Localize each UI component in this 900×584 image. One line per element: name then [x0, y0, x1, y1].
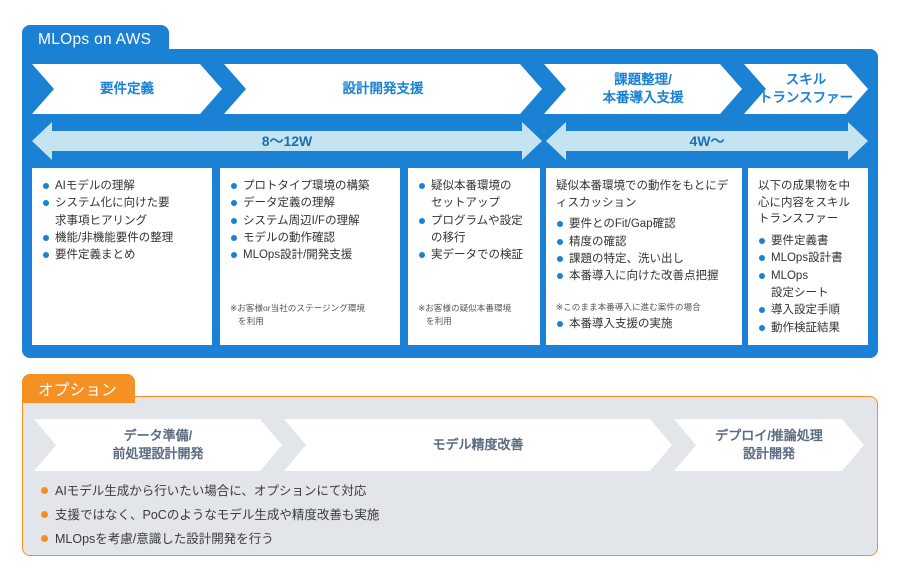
option-title: オプション: [38, 381, 118, 399]
option-chevron-deploy-inference[interactable]: デプロイ/推論処理 設計開発: [674, 419, 864, 471]
phase-chevron-requirements[interactable]: 要件定義: [32, 64, 222, 114]
bullet-list-post: 本番導入支援の実施: [556, 316, 734, 332]
option-note-list: AIモデル生成から行いたい場合に、オプションにて対応 支援ではなく、PoCのよう…: [40, 482, 379, 554]
list-item: 課題の特定、洗い出し: [556, 251, 734, 267]
option-chevron-accuracy[interactable]: モデル精度改善: [284, 419, 672, 471]
detail-card-design-dev: プロトタイプ環境の構築 データ定義の理解 システム周辺I/Fの理解 モデルの動作…: [220, 168, 400, 345]
phase-chevron-issue-production[interactable]: 課題整理/ 本番導入支援: [544, 64, 742, 114]
card-lead-text: 疑似本番環境での動作をもとにディスカッション: [556, 180, 729, 209]
list-item: プログラムや設定: [418, 213, 532, 229]
list-item: 要件定義まとめ: [42, 247, 204, 263]
list-item: 実データでの検証: [418, 247, 532, 263]
duration-arrow-4w: 4W〜: [546, 122, 868, 160]
phase-label-line1: 要件定義: [100, 80, 154, 96]
bullet-list: プロトタイプ環境の構築 データ定義の理解 システム周辺I/Fの理解 モデルの動作…: [230, 178, 392, 264]
phase-header-row: 要件定義 設計開発支援 課題整理/ 本番導入支援 スキル トランスファー: [32, 64, 868, 114]
card-note: ※お客様の疑似本番環境 を利用: [418, 302, 512, 326]
card-note: ※お客様or当社のステージング環境 を利用: [230, 302, 365, 326]
detail-card-pseudo-production: 疑似本番環境の セットアップ プログラムや設定 の移行 実データでの検証 ※お客…: [408, 168, 540, 345]
list-item-continuation: の移行: [431, 231, 466, 244]
option-chevron-data-prep[interactable]: データ準備/ 前処理設計開発: [34, 419, 282, 471]
duration-label: 4W〜: [689, 133, 725, 149]
option-label-line2: 前処理設計開発: [112, 446, 204, 461]
option-phase-row: データ準備/ 前処理設計開発 モデル精度改善 デプロイ/推論処理 設計開発: [34, 419, 864, 471]
detail-card-discussion: 疑似本番環境での動作をもとにディスカッション 要件とのFit/Gap確認 精度の…: [546, 168, 742, 345]
phase-label-line1: 課題整理/: [614, 71, 672, 87]
card-note: ※このまま本番導入に進む案件の場合: [556, 301, 701, 312]
main-panel-title-tab: MLOps on AWS: [22, 25, 170, 54]
list-item: プロトタイプ環境の構築: [230, 178, 392, 194]
list-item: 支援ではなく、PoCのようなモデル生成や精度改善も実施: [40, 506, 379, 524]
phase-chevron-design-dev[interactable]: 設計開発支援: [224, 64, 542, 114]
list-item: モデルの動作確認: [230, 230, 392, 246]
list-item: AIモデルの理解: [42, 178, 204, 194]
list-item: MLOps設計書: [758, 250, 860, 266]
option-label-line2: 設計開発: [742, 446, 795, 461]
detail-card-requirements: AIモデルの理解 システム化に向けた要 求事項ヒアリング 機能/非機能要件の整理…: [32, 168, 212, 345]
list-item: 疑似本番環境の: [418, 178, 532, 194]
list-item: MLOpsを考慮/意識した設計開発を行う: [40, 530, 379, 548]
phase-label-line1: スキル: [785, 71, 827, 87]
option-label-line1: モデル精度改善: [432, 436, 524, 452]
list-item: AIモデル生成から行いたい場合に、オプションにて対応: [40, 482, 379, 500]
list-item: 動作検証結果: [758, 320, 860, 336]
bullet-list: 疑似本番環境の セットアップ プログラムや設定 の移行 実データでの検証: [418, 178, 532, 264]
list-item: 要件とのFit/Gap確認: [556, 216, 734, 232]
list-item: MLOps: [758, 268, 860, 284]
option-label-line1: デプロイ/推論処理: [715, 427, 823, 443]
list-item: 本番導入支援の実施: [556, 316, 734, 332]
detail-cards-row: AIモデルの理解 システム化に向けた要 求事項ヒアリング 機能/非機能要件の整理…: [32, 168, 868, 345]
option-panel-title-tab: オプション: [22, 374, 136, 403]
list-item: 機能/非機能要件の整理: [42, 230, 204, 246]
phase-label-line2: 本番導入支援: [602, 90, 684, 105]
detail-card-skill-transfer: 以下の成果物を中心に内容をスキルトランスファー 要件定義書 MLOps設計書 M…: [748, 168, 868, 345]
option-label-line1: データ準備/: [123, 427, 193, 443]
list-item-continuation: 設定シート: [771, 287, 829, 299]
bullet-list: AIモデルの理解 システム化に向けた要 求事項ヒアリング 機能/非機能要件の整理…: [42, 178, 204, 264]
page-title: MLOps on AWS: [38, 30, 152, 48]
list-item: データ定義の理解: [230, 195, 392, 211]
bullet-list: 要件定義書 MLOps設計書 MLOps 設定シート 導入設定手順 動作検証結果: [758, 233, 860, 336]
phase-label-line2: トランスファー: [758, 90, 854, 105]
list-item: システム周辺I/Fの理解: [230, 213, 392, 229]
option-panel: オプション データ準備/ 前処理設計開発 モデル精度改善 デプロイ/推論処理 設…: [22, 374, 878, 556]
phase-chevron-skill-transfer[interactable]: スキル トランスファー: [744, 64, 868, 114]
list-item-continuation: 求事項ヒアリング: [55, 214, 147, 227]
list-item: 本番導入に向けた改善点把握: [556, 268, 734, 284]
list-item: MLOps設計/開発支援: [230, 247, 392, 263]
list-item: 精度の確認: [556, 234, 734, 250]
list-item: 要件定義書: [758, 233, 860, 249]
mlops-on-aws-panel: MLOps on AWS 要件定義 設計開発支援 課題整理/ 本番導入支援 スキ…: [22, 25, 878, 358]
bullet-list: 要件とのFit/Gap確認 精度の確認 課題の特定、洗い出し 本番導入に向けた改…: [556, 216, 734, 284]
duration-arrow-row: 8〜12W 4W〜: [32, 122, 868, 160]
phase-label-line1: 設計開発支援: [342, 80, 424, 96]
duration-arrow-8-12w: 8〜12W: [32, 122, 542, 160]
card-lead-text: 以下の成果物を中心に内容をスキルトランスファー: [758, 180, 850, 226]
list-item: 導入設定手順: [758, 302, 860, 318]
list-item-continuation: セットアップ: [431, 197, 500, 210]
duration-label: 8〜12W: [261, 133, 313, 149]
list-item: システム化に向けた要: [42, 195, 204, 211]
